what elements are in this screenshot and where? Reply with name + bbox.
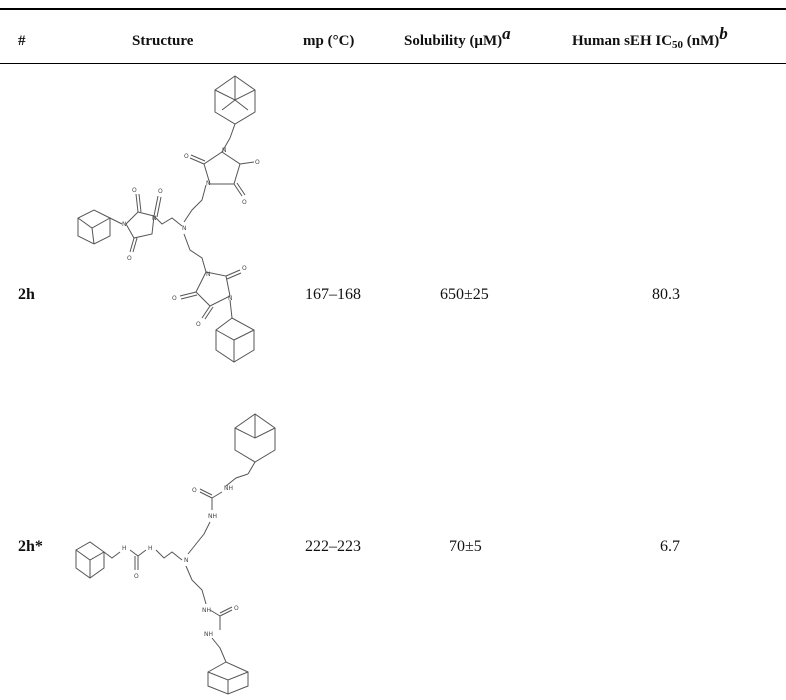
compound-id: 2h* [18, 538, 43, 555]
header-ic50-prefix: Human sEH IC [572, 33, 673, 49]
header-number: # [18, 33, 26, 49]
footnote-marker-a: a [502, 24, 511, 43]
atom-label: O [158, 188, 163, 195]
atom-label: NH [208, 513, 217, 520]
ic50-value: 6.7 [660, 538, 680, 555]
atom-label: H [122, 545, 127, 552]
atom-label: N [184, 557, 189, 564]
footnote-marker-b: b [719, 24, 728, 43]
structure-2h-image: N N O O O N N N O O O N N O O O [77, 75, 260, 363]
melting-point: 167–168 [305, 286, 361, 303]
atom-label: O [196, 321, 201, 328]
structure-2h-star-image: NH O NH N H O H NH O NH [75, 413, 276, 695]
trione-ring-lower [195, 271, 231, 307]
atom-label: NH [202, 607, 211, 614]
header-structure: Structure [132, 33, 194, 49]
atom-label: N [152, 215, 157, 222]
header-mp: mp (°C) [303, 33, 355, 49]
atom-label: O [192, 487, 197, 494]
header-solubility: Solubility (μM)a [404, 25, 511, 50]
adamantane-left [77, 209, 111, 245]
atom-label: H [148, 545, 153, 552]
header-ic50: Human sEH IC50 (nM)b [572, 25, 728, 51]
atom-label: N [122, 221, 127, 228]
atom-label: O [134, 573, 139, 580]
atom-label: NH [204, 631, 213, 638]
header-solubility-label: Solubility (μM) [404, 33, 503, 49]
solubility-value: 70±5 [449, 538, 482, 555]
atom-label: O [255, 159, 260, 166]
header-ic50-subscript: 50 [672, 39, 684, 51]
atom-label: O [132, 187, 137, 194]
solubility-value: 650±25 [440, 286, 489, 303]
atom-label: N [206, 180, 211, 187]
atom-label: O [234, 605, 239, 612]
header-ic50-suffix: (nM) [683, 33, 720, 49]
atom-label: O [242, 265, 247, 272]
atom-label: NH [224, 485, 233, 492]
ic50-value: 80.3 [652, 286, 680, 303]
atom-label: O [172, 295, 177, 302]
atom-label: O [127, 255, 132, 262]
compound-id: 2h [18, 286, 35, 303]
header-rule [0, 63, 786, 64]
atom-label: N [206, 271, 211, 278]
atom-label: N [182, 225, 187, 232]
atom-label: O [242, 199, 247, 206]
melting-point: 222–223 [305, 538, 361, 555]
trione-ring-upper [203, 151, 241, 185]
top-rule [0, 8, 786, 10]
atom-label: O [184, 153, 189, 160]
atom-label: N [222, 147, 227, 154]
adamantane-left [75, 541, 105, 579]
trione-ring-left [125, 211, 155, 239]
atom-label: N [228, 295, 233, 302]
